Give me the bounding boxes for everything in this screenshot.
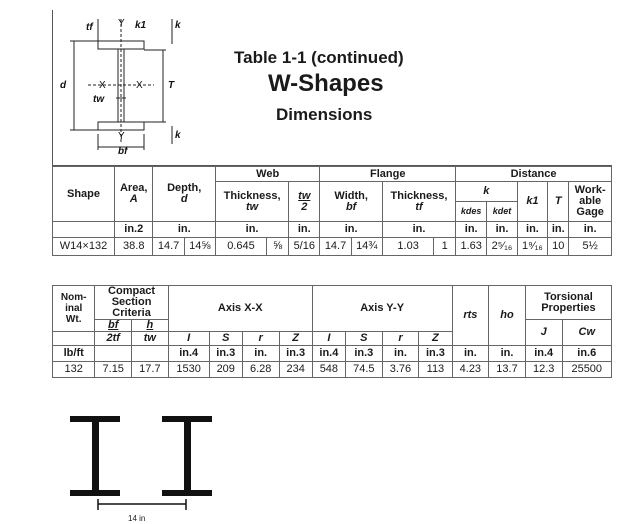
label-tw: tw <box>93 94 105 105</box>
col-kdet: kdet <box>486 201 518 222</box>
label-d: d <box>60 80 67 91</box>
group-flange: Flange <box>319 166 457 182</box>
col-rts: rts <box>451 285 490 346</box>
col-T: T <box>547 181 570 222</box>
units-row: in.2 in. in. in. in. in. in. in. in. in.… <box>52 221 612 238</box>
label-y-bottom: Y <box>118 131 125 142</box>
label-bf: bf <box>118 146 129 157</box>
col-depth: Depth,d <box>152 166 216 222</box>
beam-left-bottom-flange <box>70 490 120 496</box>
label-x-left: X <box>99 80 106 91</box>
group-distance: Distance <box>455 166 612 182</box>
group-k: k <box>455 181 518 202</box>
beam-right-top-flange <box>162 416 212 422</box>
label-tf: tf <box>86 22 94 33</box>
beam-sketch <box>70 416 212 496</box>
beam-left-top-flange <box>70 416 120 422</box>
units-row: lb/ft in.4 in.3 in. in.3 in.4 in.3 in. i… <box>51 345 612 362</box>
beam-left-web <box>92 422 99 490</box>
col-area: Area,A <box>113 166 154 222</box>
table-row: 132 7.15 17.7 1530 209 6.28 234 548 74.5… <box>51 361 612 378</box>
col-shape: Shape <box>52 166 115 222</box>
label-k: k <box>175 20 181 31</box>
col-kdes: kdes <box>455 201 488 222</box>
beam-right-web <box>184 422 191 490</box>
col-Cw: Cw <box>561 319 612 346</box>
group-web: Web <box>214 166 321 182</box>
table-section-title: Dimensions <box>276 105 373 124</box>
group-axis-yy: Axis Y-Y <box>311 285 453 332</box>
w-shape-diagram: tf k1 k d T tw bf k X X Y Y <box>60 18 181 157</box>
table-title: Table 1-1 (continued) <box>234 48 404 67</box>
table-row: W14×132 38.8 14.7 14⅝ 0.645 ⅝ 5/16 14.7 … <box>52 237 612 256</box>
group-axis-xx: Axis X-X <box>167 285 313 332</box>
scale-bar <box>97 499 187 510</box>
col-flange-thickness: Thickness,tf <box>381 181 457 222</box>
label-T: T <box>168 80 175 91</box>
label-k-bottom: k <box>175 130 181 141</box>
col-ho: ho <box>488 285 526 346</box>
col-J: J <box>524 319 563 346</box>
header-box <box>52 10 612 166</box>
beam-right-bottom-flange <box>162 490 212 496</box>
col-k1: k1 <box>516 181 549 222</box>
label-k1: k1 <box>135 20 147 31</box>
col-web-thickness: Thickness,tw <box>214 181 290 222</box>
label-y-top: Y <box>118 18 125 29</box>
scale-label: 14 in <box>128 514 146 523</box>
label-x-right: X <box>136 80 143 91</box>
dimensions-table: Shape Area,A Depth,d Web Flange Distance… <box>52 166 612 256</box>
table-subtitle: W-Shapes <box>268 70 384 97</box>
col-flange-width: Width,bf <box>319 181 383 222</box>
